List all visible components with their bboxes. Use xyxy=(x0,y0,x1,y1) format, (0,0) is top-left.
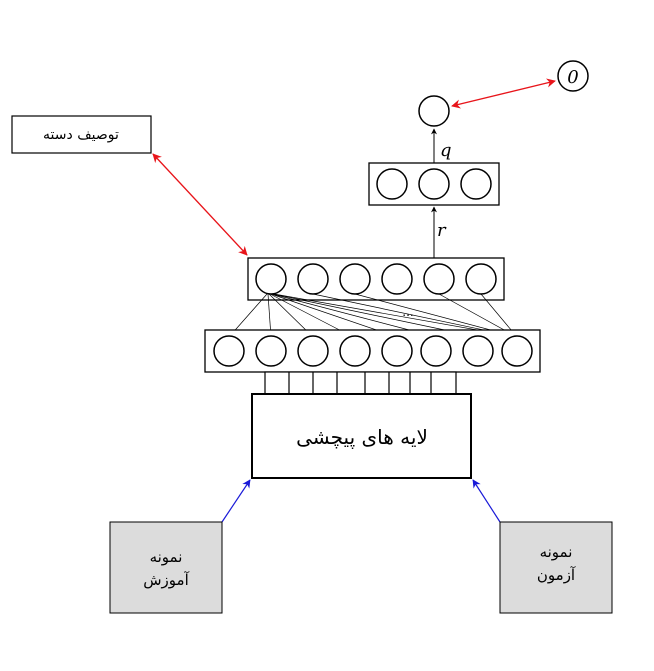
output-symbol-label: 0 xyxy=(567,67,578,88)
r-label: r xyxy=(437,220,447,241)
train-sample-box: نمونه آموزش xyxy=(109,521,223,614)
conv-layers-label: لایه های پیچشی xyxy=(296,425,428,450)
six-node-layer xyxy=(247,257,505,301)
test-sample-box: نمونه آزمون xyxy=(499,521,613,614)
class-description-label: توصیف دسته xyxy=(43,127,119,143)
three-node-layer xyxy=(368,162,500,206)
output-node xyxy=(418,95,450,127)
neuron xyxy=(381,335,413,367)
neuron xyxy=(213,335,245,367)
test-sample-label-line2: آزمون xyxy=(537,566,576,584)
connector-strip xyxy=(264,371,457,395)
neuron xyxy=(376,168,408,200)
output-symbol-node xyxy=(557,60,589,92)
neuron xyxy=(460,168,492,200)
neuron xyxy=(420,335,452,367)
train-sample-label-line1: نمونه xyxy=(150,548,183,566)
test-input-arrow xyxy=(472,479,501,523)
output-compare-arrow xyxy=(451,78,556,109)
train-input-arrow xyxy=(221,479,251,523)
neuron xyxy=(297,335,329,367)
neuron xyxy=(339,263,371,295)
conv-layers-block: لایه های پیچشی xyxy=(251,393,472,479)
neuron xyxy=(462,335,494,367)
neuron xyxy=(501,335,533,367)
q-label: q xyxy=(440,140,452,161)
neuron xyxy=(465,263,497,295)
neuron xyxy=(339,335,371,367)
ellipsis-label: ... xyxy=(402,305,413,319)
neuron xyxy=(418,168,450,200)
neuron xyxy=(297,263,329,295)
neuron xyxy=(255,263,287,295)
neuron xyxy=(255,335,287,367)
description-link-arrow xyxy=(152,153,248,256)
class-description-box: توصیف دسته xyxy=(11,115,152,154)
train-sample-label-line2: آموزش xyxy=(143,571,189,589)
neuron xyxy=(423,263,455,295)
eight-node-layer xyxy=(204,329,541,373)
test-sample-label-line1: نمونه xyxy=(540,543,573,561)
neuron xyxy=(381,263,413,295)
